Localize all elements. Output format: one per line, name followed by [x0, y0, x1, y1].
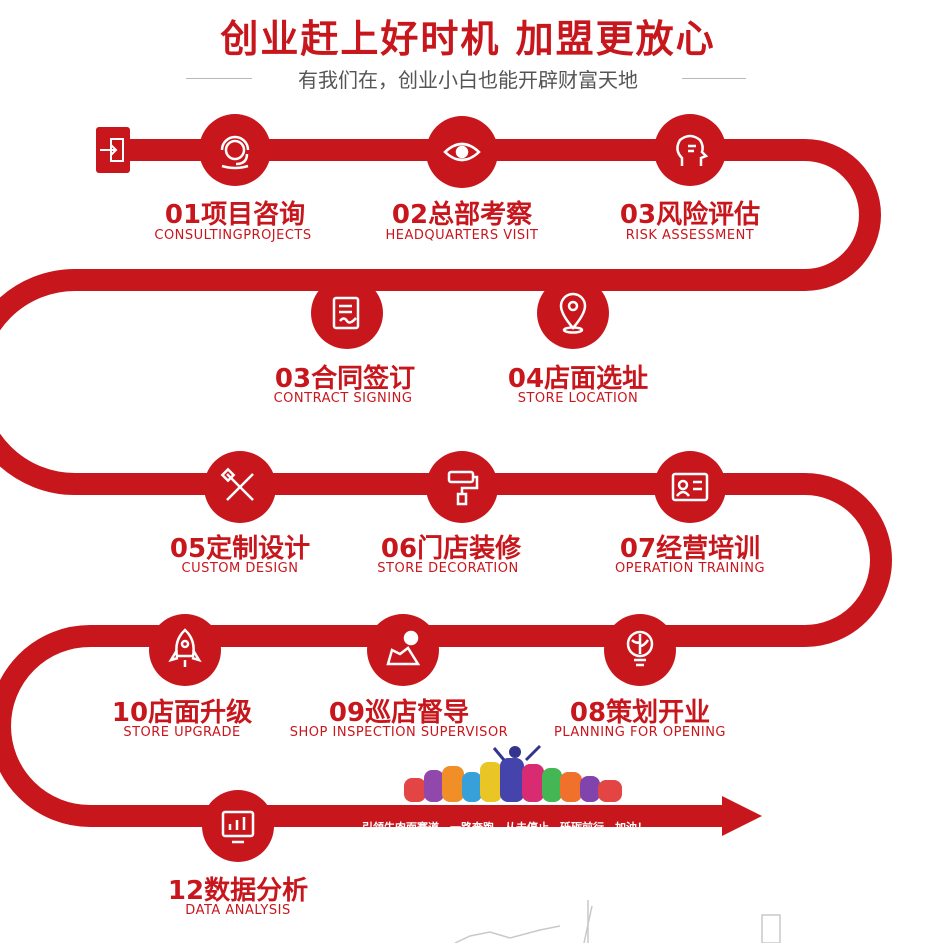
- thinking-head-icon: [676, 134, 709, 166]
- step-subtitle-10: SHOP INSPECTION SUPERVISOR: [289, 725, 509, 740]
- step-node-12: [202, 790, 274, 862]
- step-node-10: [367, 614, 439, 686]
- step-node-11: [149, 614, 221, 686]
- step-subtitle-12: DATA ANALYSIS: [185, 903, 291, 918]
- headset-person-icon: [220, 135, 250, 170]
- step-node-3: [654, 114, 726, 186]
- runners-crowd-image: [404, 744, 622, 802]
- page-subtitle: 有我们在，创业小白也能开辟财富天地: [298, 68, 638, 92]
- step-title-7: 06门店装修: [380, 534, 522, 564]
- step-node-6: [204, 451, 276, 523]
- step-node-8: [654, 451, 726, 523]
- step-subtitle-11: STORE UPGRADE: [123, 725, 241, 740]
- step-title-10: 09巡店督导: [328, 698, 470, 728]
- map-pin-icon: [386, 630, 421, 666]
- brain-bulb-icon: [626, 630, 654, 667]
- city-sketch-decoration: [454, 900, 781, 943]
- step-node-2: [426, 116, 498, 188]
- road-arrow-head: [722, 796, 762, 836]
- road-slogan: 引领牛肉面赛道，一路奔跑，从未停止，砥砺前行，加油！: [362, 821, 648, 834]
- step-subtitle-8: OPERATION TRAINING: [614, 561, 766, 576]
- step-title-9: 08策划开业: [569, 698, 711, 728]
- step-title-8: 07经营培训: [619, 534, 761, 564]
- step-title-1: 01项目咨询: [164, 200, 306, 230]
- contract-signature-icon: [332, 296, 360, 330]
- step-subtitle-9: PLANNING FOR OPENING: [553, 725, 726, 740]
- rocket-icon: [168, 628, 202, 667]
- id-card-icon: [671, 472, 709, 502]
- step-node-1: [199, 114, 271, 186]
- step-subtitle-6: CUSTOM DESIGN: [181, 561, 299, 576]
- start-exit-icon: [96, 127, 130, 173]
- design-tools-icon: [220, 467, 254, 501]
- winding-road: [0, 139, 892, 827]
- subtitle-left-rule: [186, 78, 252, 79]
- step-title-4: 03合同签订: [274, 364, 416, 394]
- step-subtitle-1: CONSULTINGPROJECTS: [154, 228, 312, 243]
- paint-roller-icon: [447, 470, 479, 506]
- step-title-12: 12数据分析: [167, 876, 309, 906]
- subtitle-right-rule: [682, 78, 746, 79]
- page-title: 创业赶上好时机 加盟更放心: [220, 16, 716, 61]
- step-title-3: 03风险评估: [619, 200, 761, 230]
- step-subtitle-3: RISK ASSESSMENT: [625, 228, 755, 243]
- chart-screen-icon: [221, 810, 255, 844]
- step-subtitle-2: HEADQUARTERS VISIT: [385, 228, 539, 243]
- step-node-7: [426, 451, 498, 523]
- step-title-5: 04店面选址: [507, 364, 649, 394]
- step-node-4: [311, 277, 383, 349]
- step-subtitle-4: CONTRACT SIGNING: [273, 391, 413, 406]
- step-node-5: [537, 277, 609, 349]
- step-title-11: 10店面升级: [111, 698, 253, 728]
- location-pin-icon: [559, 292, 587, 334]
- step-title-6: 05定制设计: [169, 534, 311, 564]
- step-title-2: 02总部考察: [391, 200, 533, 230]
- subtitle-row: 有我们在，创业小白也能开辟财富天地: [0, 64, 936, 92]
- step-subtitle-5: STORE LOCATION: [517, 391, 639, 406]
- eye-icon: [443, 142, 481, 162]
- step-node-9: [604, 614, 676, 686]
- step-subtitle-7: STORE DECORATION: [377, 561, 519, 576]
